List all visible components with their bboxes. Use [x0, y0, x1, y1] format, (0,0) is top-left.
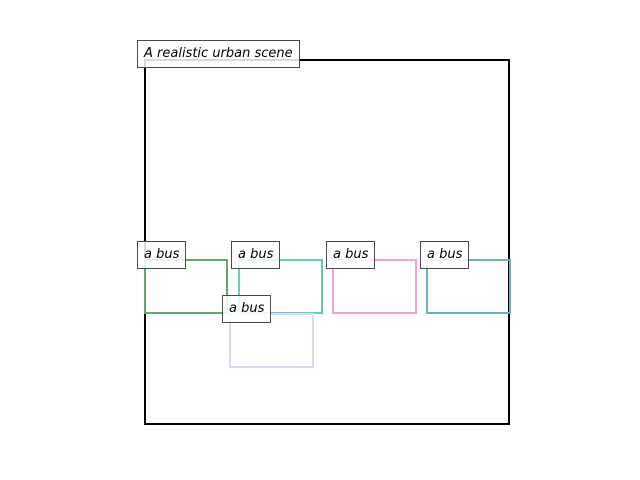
- bus-label-3: a bus: [326, 241, 376, 269]
- bus-label-2: a bus: [231, 241, 281, 269]
- bus-label-4: a bus: [420, 241, 470, 269]
- bus-box-5: [229, 313, 314, 368]
- bus-label-1: a bus: [137, 241, 187, 269]
- scene-title-label: A realistic urban scene: [137, 40, 300, 68]
- bus-label-5: a bus: [222, 295, 272, 323]
